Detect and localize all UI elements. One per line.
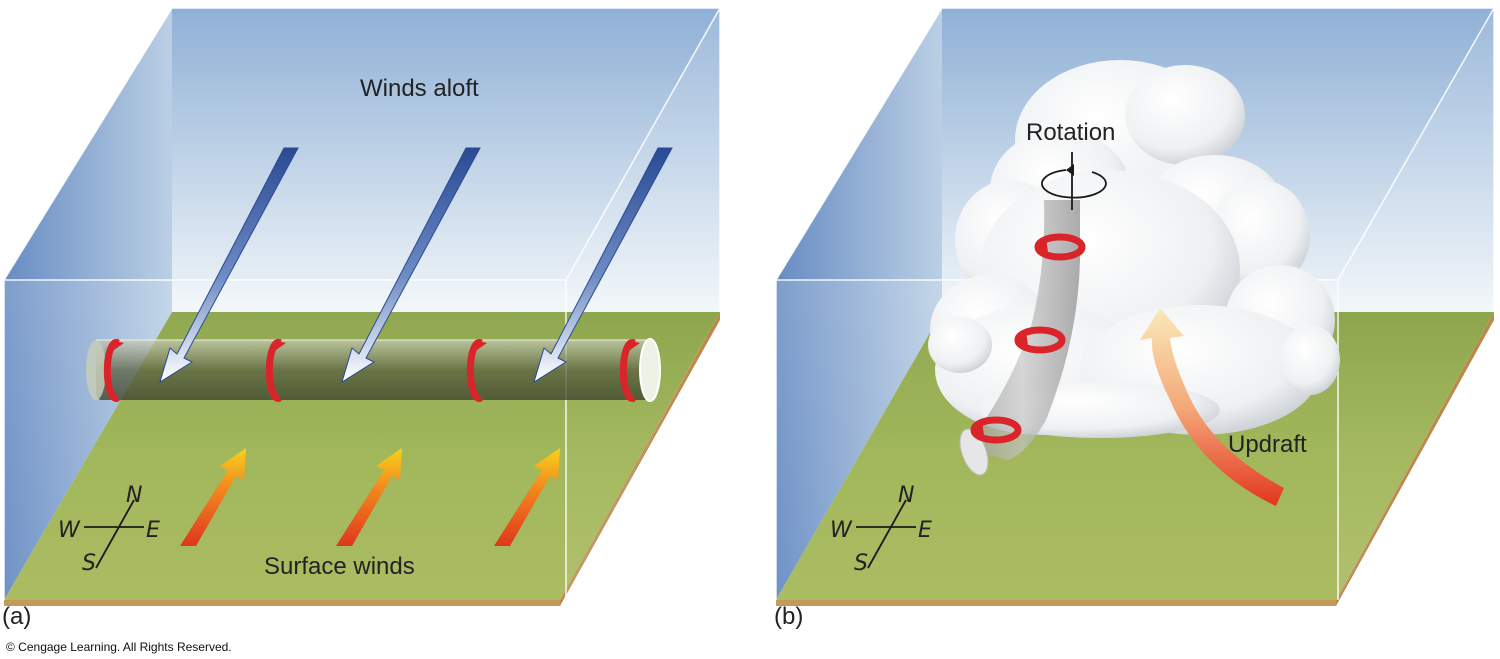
compass-s: S bbox=[82, 551, 96, 576]
wind-aloft-arrow bbox=[341, 147, 481, 384]
panel-b-soil-side bbox=[1336, 312, 1494, 606]
panel-a-sky-back bbox=[172, 8, 720, 312]
compass-n: N bbox=[126, 483, 142, 508]
winds-aloft-label: Winds aloft bbox=[360, 75, 479, 102]
panel-b-right-glass bbox=[1338, 8, 1494, 600]
vortex-rotation-rings bbox=[970, 233, 1086, 444]
updraft-arrow bbox=[1140, 308, 1284, 506]
surface-wind-arrow bbox=[180, 448, 246, 546]
winds-aloft-arrows bbox=[159, 147, 673, 384]
copyright-notice: © Cengage Learning. All Rights Reserved. bbox=[6, 640, 232, 654]
vortex-ring-arrowheads bbox=[974, 238, 1048, 435]
wind-aloft-arrow bbox=[533, 147, 673, 384]
tube-ring-arrowheads bbox=[112, 340, 640, 350]
surface-winds-label: Surface winds bbox=[264, 553, 415, 580]
surface-wind-arrow bbox=[336, 448, 402, 546]
compass-w: W bbox=[58, 518, 81, 543]
compass-w: W bbox=[830, 518, 853, 543]
surface-wind-arrows bbox=[180, 448, 560, 546]
horizontal-vortex-tube bbox=[86, 338, 661, 402]
panel-b-letter: (b) bbox=[774, 603, 803, 630]
wind-aloft-arrow bbox=[159, 147, 299, 384]
rotation-symbol bbox=[1041, 152, 1107, 210]
panel-a-compass: N E W S bbox=[58, 483, 160, 576]
panel-b-soil bbox=[776, 600, 1336, 606]
updraft-label: Updraft bbox=[1228, 431, 1307, 458]
surface-wind-arrow bbox=[494, 448, 560, 546]
panel-a: N E W S Winds aloft Surface winds (a) bbox=[2, 7, 722, 630]
compass-s: S bbox=[854, 551, 868, 576]
panel-a-letter: (a) bbox=[2, 603, 31, 630]
panel-b: N E W S Rotation Updraft (b) bbox=[774, 7, 1496, 630]
panel-a-soil bbox=[4, 600, 560, 606]
compass-e: E bbox=[146, 518, 160, 543]
panel-a-right-glass bbox=[566, 8, 720, 600]
rotation-label: Rotation bbox=[1026, 119, 1115, 146]
panel-a-soil-side bbox=[560, 312, 720, 606]
compass-e: E bbox=[918, 518, 932, 543]
compass-n: N bbox=[898, 483, 914, 508]
panel-b-box-edges bbox=[775, 7, 1496, 600]
panel-b-compass: N E W S bbox=[830, 483, 932, 576]
